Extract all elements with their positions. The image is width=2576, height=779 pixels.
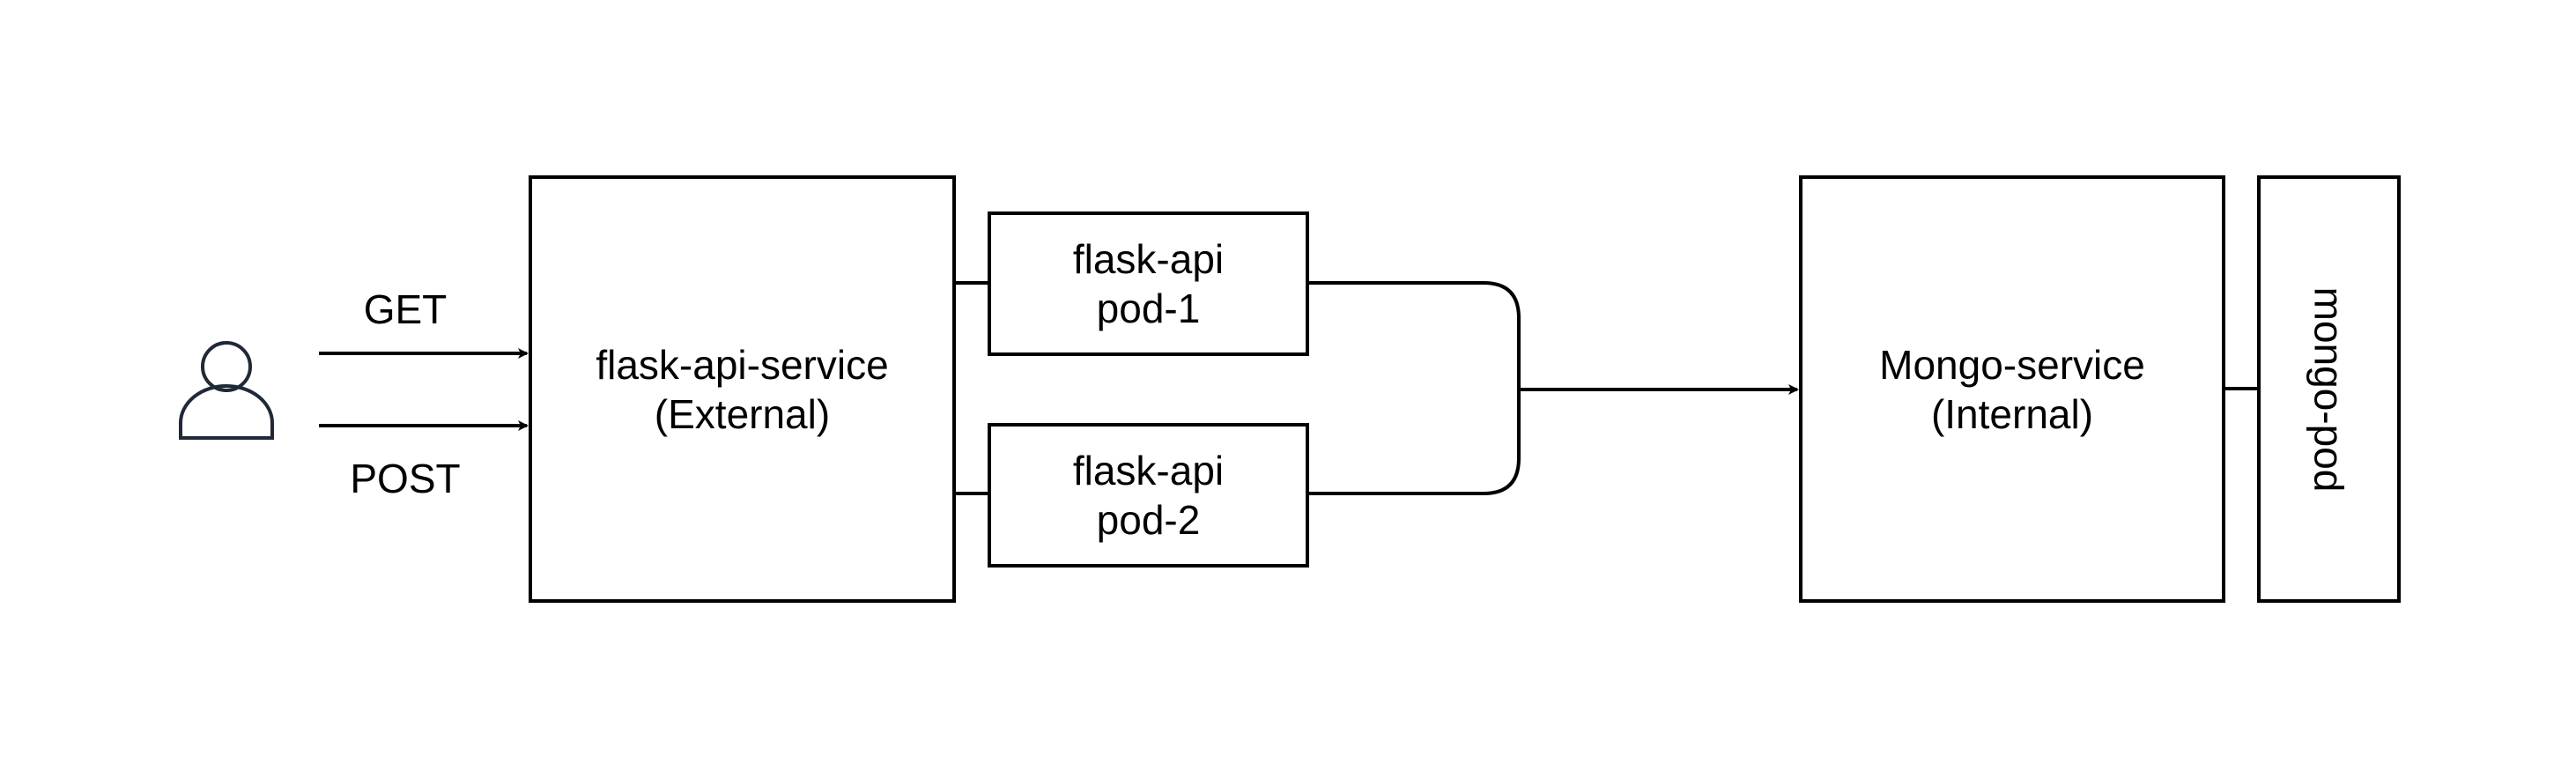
- flask-api-pod-2-box[interactable]: flask-api pod-2: [988, 423, 1309, 568]
- mongo-pod-box[interactable]: mongo-pod: [2257, 175, 2401, 603]
- mongo-service-scope: (Internal): [1930, 390, 2094, 437]
- flask-api-service-box[interactable]: flask-api-service (External): [529, 175, 956, 603]
- flask-api-pod-1-box[interactable]: flask-api pod-1: [988, 211, 1309, 356]
- flask-api-service-scope: (External): [654, 390, 831, 437]
- get-label: GET: [363, 286, 448, 332]
- pod2-to-mongo-connector: [1307, 390, 1521, 495]
- mongo-service-box[interactable]: Mongo-service (Internal): [1799, 175, 2225, 603]
- mongo-pod-label: mongo-pod: [2306, 286, 2352, 492]
- flask-api-service-title: flask-api-service: [596, 341, 889, 388]
- user-icon: [179, 341, 274, 440]
- pod-2-app-name: flask-api: [1072, 448, 1225, 493]
- pod-1-name: pod-1: [1096, 286, 1201, 331]
- post-label: POST: [350, 456, 461, 501]
- pod-2-name: pod-2: [1096, 497, 1201, 543]
- pod1-to-mongo-connector: [1307, 281, 1521, 390]
- mongo-service-title: Mongo-service: [1879, 341, 2145, 388]
- pod-1-app-name: flask-api: [1072, 236, 1225, 282]
